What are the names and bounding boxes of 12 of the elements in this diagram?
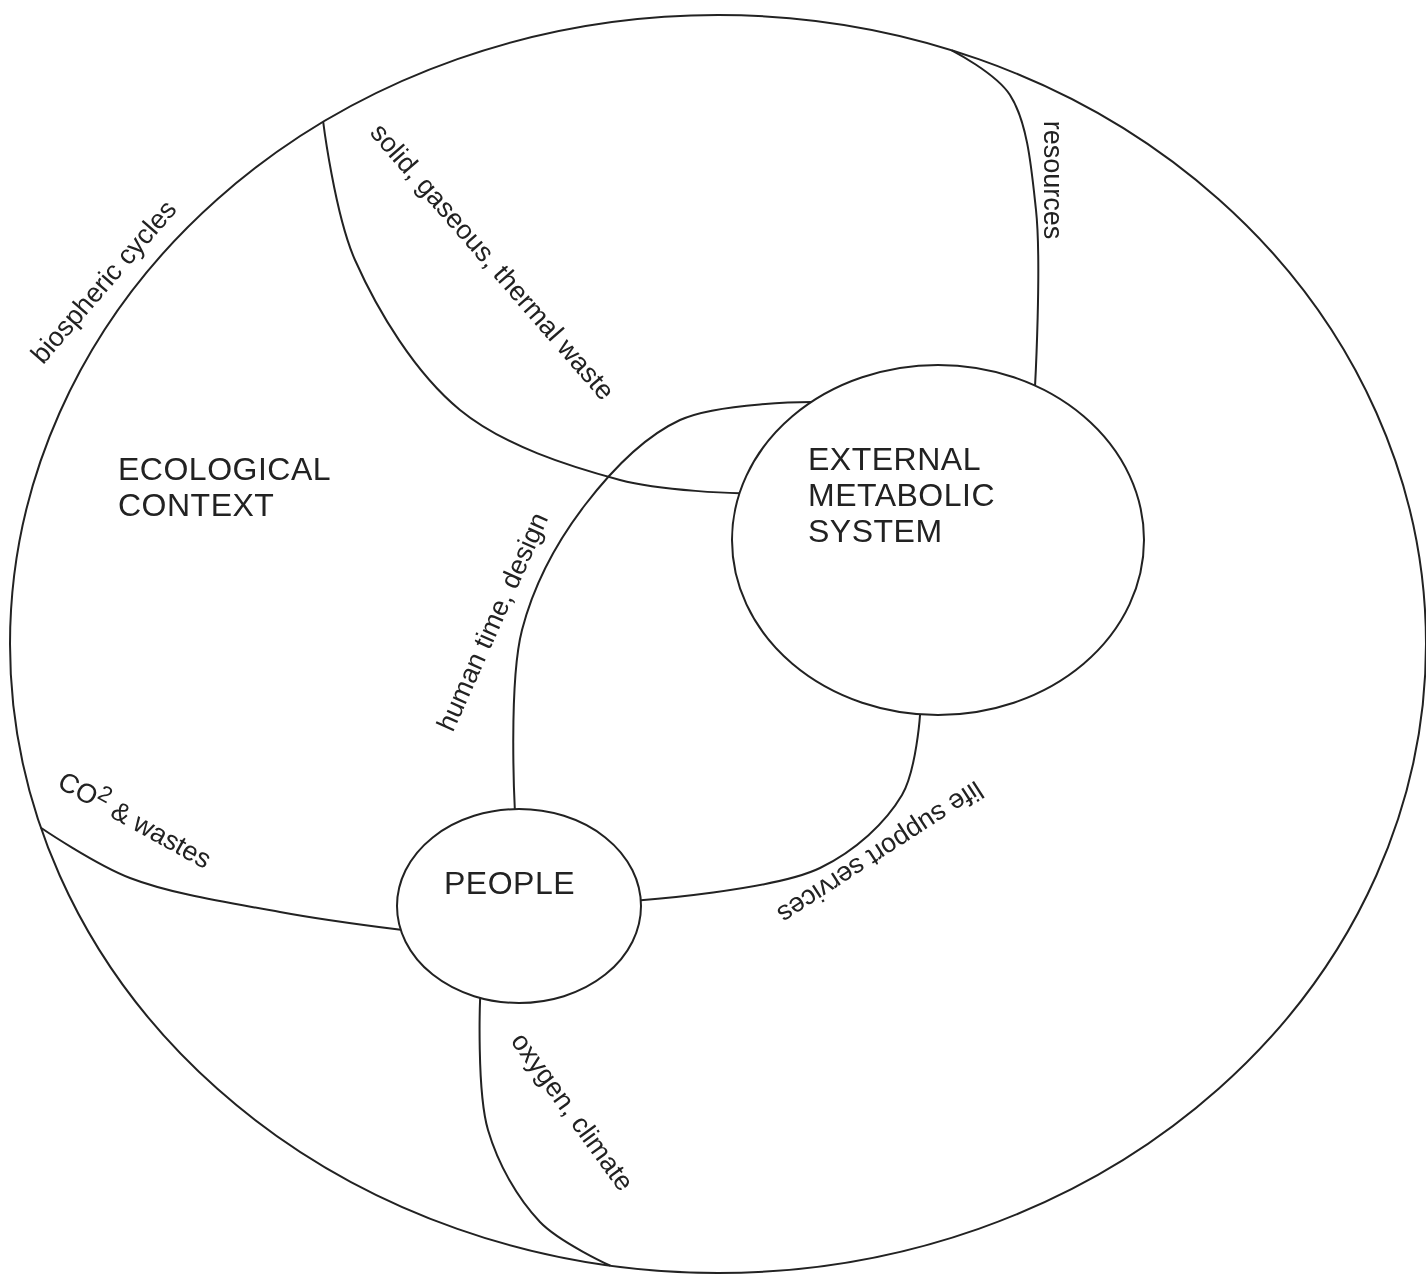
node-label: ECOLOGICAL CONTEXT [118, 452, 331, 524]
ellipse-node [397, 809, 641, 1003]
connector-line [39, 826, 402, 931]
connector-line [478, 996, 612, 1267]
connector-line [322, 120, 741, 495]
ellipse-node [10, 15, 1426, 1273]
edge-label: resources [1036, 120, 1068, 240]
connector-line [639, 713, 922, 902]
ellipse-node [732, 365, 1144, 715]
node-label: PEOPLE [444, 866, 577, 902]
connector-line [512, 400, 813, 811]
node-label: EXTERNAL METABOLIC SYSTEM [808, 442, 997, 550]
